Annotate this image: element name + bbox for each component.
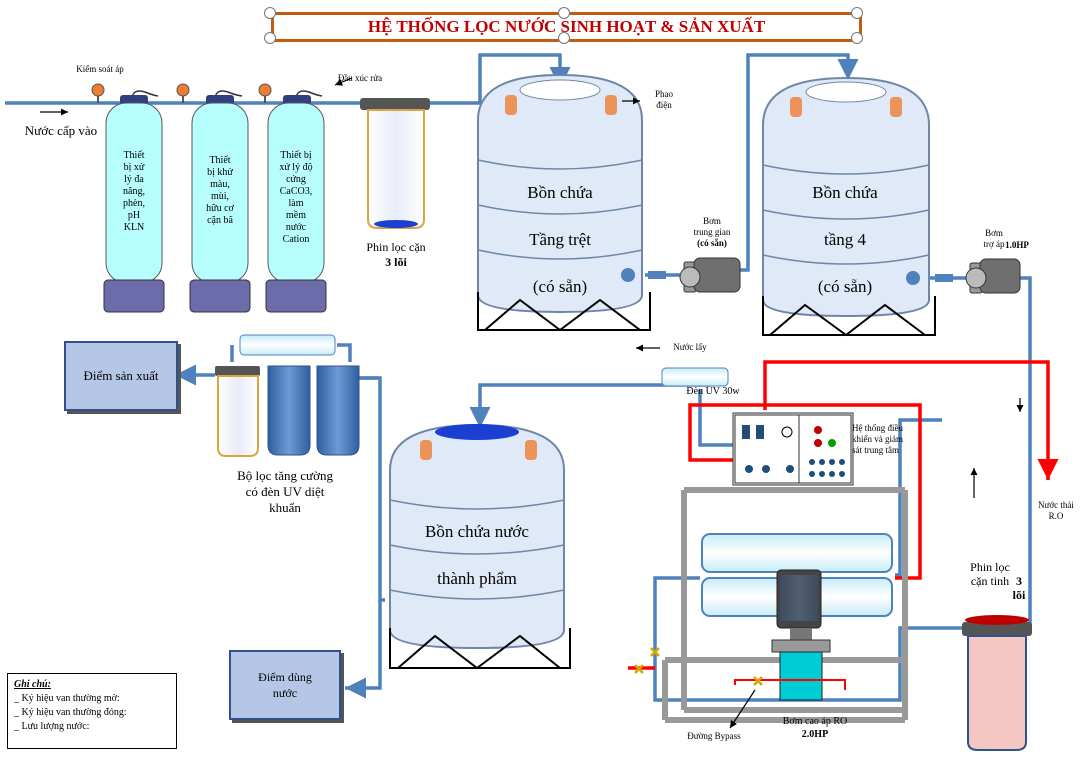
selection-handle[interactable] — [558, 32, 570, 44]
tank2-label: Thiết bị khử màu, mùi, hữu cơ cặn bã — [206, 155, 234, 226]
product-tank — [389, 423, 571, 670]
legend-item-closed-valve: _ Ký hiệu van thường đóng: — [14, 707, 127, 718]
selection-handle[interactable] — [851, 32, 863, 44]
selection-handle[interactable] — [264, 7, 276, 19]
legend-item-open-valve: _ Ký hiệu van thường mở: — [14, 693, 120, 704]
booster-pump-power: 1.0HP — [1005, 240, 1029, 250]
transfer-pump-note: (có sẵn) — [697, 238, 727, 248]
floor4-tank — [762, 76, 936, 337]
ro-valves — [634, 647, 763, 686]
backwash-head-label: Đầu xúc rửa — [337, 73, 383, 83]
fine-filter-cores: 3 lõi — [1012, 574, 1026, 602]
ground-floor-tank — [477, 73, 651, 332]
ro-pump — [734, 569, 846, 701]
production-point-label: Điểm sản xuất — [83, 368, 159, 383]
usage-point-box: Điểm dùng nước — [229, 650, 341, 720]
water-inlet-label: Nước cấp vào — [24, 123, 98, 138]
fine-filter-label: Phin lọc cặn tinh — [970, 560, 1010, 588]
booster-pump-label: Bơm trợ áp — [983, 228, 1005, 249]
uv-lamp-label: Đèn UV 30w — [686, 386, 740, 397]
selection-handle[interactable] — [851, 7, 863, 19]
intake-water-label: Nước lấy — [673, 342, 707, 352]
sediment-filter-label: Phin lọc cặn — [366, 240, 426, 254]
selection-handle[interactable] — [264, 32, 276, 44]
legend-item-flow: _ Lưu lượng nước: — [14, 721, 90, 732]
flow-arrows — [40, 77, 1024, 729]
control-cabinet — [732, 412, 854, 486]
bypass-label: Đường Bypass — [687, 731, 741, 741]
product-tank-label-2: thành phẩm — [437, 569, 517, 588]
enhanced-filter — [215, 334, 360, 457]
transfer-pump-label: Bơm trung gian — [693, 216, 731, 237]
enhanced-filter-label: Bộ lọc tăng cường có đèn UV diệt khuẩn — [237, 468, 333, 515]
pressure-control-label: Kiểm soát áp — [76, 64, 124, 74]
production-point-box: Điểm sản xuất — [64, 341, 178, 411]
pipes — [5, 53, 1032, 702]
sediment-filter-cores: 3 lõi — [385, 255, 407, 269]
ground-tank-label-1: Bồn chứa — [527, 183, 593, 202]
legend-box: Ghi chú: _ Ký hiệu van thường mở: _ Ký h… — [7, 673, 177, 749]
floor4-tank-label-2: tầng 4 — [823, 230, 867, 249]
uv-lamp — [661, 367, 729, 387]
control-system-label: Hệ thống điều khiển và giám sát trung tâ… — [852, 423, 903, 455]
floor4-tank-label-1: Bồn chứa — [812, 183, 878, 202]
float-switch-label: Phao điện — [655, 89, 673, 110]
usage-point-label: Điểm dùng nước — [258, 670, 312, 700]
fine-filter — [962, 615, 1032, 751]
pretreatment-tank-1 — [103, 90, 165, 313]
transfer-pump — [648, 257, 741, 293]
pretreatment-tank-3 — [265, 90, 327, 313]
legend-heading: Ghi chú: — [14, 679, 51, 690]
booster-pump — [935, 258, 1021, 294]
sediment-filter — [360, 98, 430, 229]
ground-tank-label-2: Tầng trệt — [529, 230, 591, 249]
ground-tank-label-3: (có sẵn) — [532, 277, 588, 296]
ro-pump-label: Bơm cao áp RO — [782, 716, 848, 727]
pretreatment-tank-2 — [189, 90, 251, 313]
floor4-tank-label-3: (có sẵn) — [817, 277, 873, 296]
ro-pump-power: 2.0HP — [801, 729, 829, 740]
ro-waste-label: Nước thải R.O — [1038, 500, 1074, 521]
product-tank-label-1: Bồn chứa nước — [425, 522, 529, 541]
tank1-label: Thiết bị xử lý đa năng, phèn, pH KLN — [123, 150, 145, 233]
tank3-label: Thiết bị xử lý độ cứng CaCO3, làm mềm nư… — [279, 150, 313, 245]
pressure-gauges — [91, 83, 272, 103]
selection-handle[interactable] — [558, 7, 570, 19]
